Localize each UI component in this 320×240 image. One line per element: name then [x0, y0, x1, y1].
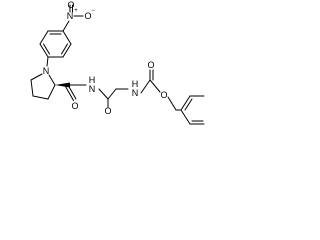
pyrrolidine-ring: [30, 56, 56, 100]
atom-label-carbamate-o-double: O: [147, 60, 154, 70]
benzyl-ring: [180, 95, 205, 125]
bond-ring1-double-2: [43, 43, 50, 55]
bond-ch2-c: [107, 88, 117, 100]
bond-c2-n: [48, 74, 56, 86]
bond-ring2-a: [180, 95, 191, 111]
bond-ring1-double-3: [61, 43, 68, 55]
molecule-structure-diagram: O N + O − N H N O O H N O O: [30, 0, 205, 125]
bond-n2-carbonyl: [140, 79, 151, 94]
carbamate-group: [140, 69, 182, 111]
bond-nitro-n-ring: [62, 20, 70, 32]
atom-labels: O N + O − N H N O O H N O O: [43, 0, 168, 116]
bond-ring1-to-n: [46, 56, 49, 67]
bond-c-o1: [67, 84, 77, 100]
nitrophenyl-ring: [39, 30, 72, 58]
atom-label-nitro-o-top: O: [67, 0, 74, 10]
bond-n-c5: [30, 73, 43, 81]
amide-1: [65, 84, 87, 101]
bond-o-ch2: [167, 96, 177, 111]
atom-label-amide-o1: O: [71, 101, 78, 111]
bond-ring1-b: [39, 30, 49, 45]
atom-label-nitro-o-charge: −: [91, 8, 95, 14]
bond-carbonyl-o-ester: [149, 79, 161, 93]
atom-label-amide-n2-h: H: [132, 79, 139, 89]
atom-label-amide-n2: N: [132, 88, 139, 98]
bond-ring2-double-1: [184, 98, 193, 111]
bond-ring1-f: [62, 30, 72, 45]
bond-c-o1-double: [65, 86, 74, 101]
atom-label-carbamate-o-ester: O: [160, 90, 167, 100]
nitro-group: [62, 4, 84, 32]
bond-c5-c4: [30, 79, 34, 97]
bond-ring2-c: [180, 109, 191, 125]
glycine-linker: [98, 88, 129, 108]
atom-label-nitro-n-charge: +: [74, 8, 78, 14]
bond-c3-c2: [47, 84, 56, 100]
atom-label-amide-o2: O: [104, 106, 111, 116]
atom-label-amide-n1: N: [89, 84, 96, 94]
atom-label-pyrrolidine-n: N: [43, 66, 50, 76]
bond-ring1-c: [39, 43, 49, 58]
stereo-wedge-bond: [55, 82, 70, 88]
bond-n1-ch2: [98, 88, 109, 100]
atom-label-amide-n1-h: H: [89, 75, 96, 85]
atom-label-nitro-o-right: O: [84, 11, 91, 21]
bond-ring1-e: [62, 43, 72, 58]
bond-c4-c3: [32, 95, 49, 100]
atom-label-nitro-n: N: [67, 11, 74, 21]
